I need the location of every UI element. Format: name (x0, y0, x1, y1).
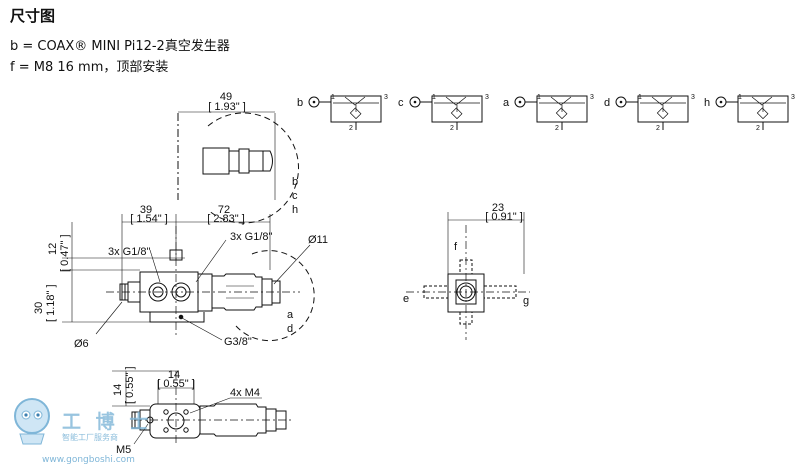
port-label-1: 1 (331, 94, 335, 101)
view-letter-a: a (287, 309, 294, 321)
schematic-letter: a (503, 97, 510, 109)
port-label-1: 1 (537, 94, 541, 101)
view-letter-c: c (292, 190, 298, 202)
dim-30-inch: [ 1.18" ] (45, 284, 57, 322)
callout-g18-right: 3x G1/8" (230, 231, 273, 243)
watermark-text: 工 博 士 (62, 411, 153, 433)
dim-72: 72 (218, 204, 230, 216)
callout-m5: M5 (116, 444, 131, 456)
schematic-letter: c (398, 97, 404, 109)
dim-14-vertical-inch: [ 0.55" ] (124, 366, 136, 404)
port-label-3: 3 (691, 94, 695, 101)
callout-g18-left: 3x G1/8" (108, 246, 151, 258)
dim-39: 39 (140, 204, 152, 216)
dim-49-inch: [ 1.93" ] (208, 101, 246, 113)
dim-23-inch: [ 0.91" ] (485, 211, 523, 223)
port-label-1: 1 (638, 94, 642, 101)
side-view (406, 212, 530, 340)
watermark-subtitle: 智能工厂服务商 (62, 433, 118, 442)
dim-30: 30 (33, 302, 45, 314)
top-detail-view (177, 111, 299, 224)
dim-49: 49 (220, 91, 232, 103)
callout-dia6: Ø6 (74, 338, 89, 350)
view-letter-e: e (403, 293, 409, 305)
port-label-1: 1 (738, 94, 742, 101)
port-label-3: 3 (791, 94, 795, 101)
callout-m4: 4x M4 (230, 387, 260, 399)
dim-72-inch: [ 2.83" ] (207, 213, 245, 225)
port-label-3: 3 (485, 94, 489, 101)
view-letter-b: b (292, 176, 298, 188)
schematic-b: b 1 3 2 (297, 94, 388, 132)
view-letter-h: h (292, 204, 298, 216)
product-line: b = COAX® MINI Pi12-2真空发生器 (10, 39, 230, 54)
callout-g38: G3/8" (224, 336, 252, 348)
dim-14-vertical: 14 (112, 384, 124, 396)
port-label-2: 2 (349, 125, 353, 132)
dim-39-inch: [ 1.54" ] (130, 213, 168, 225)
bottom-view (112, 370, 292, 446)
page-title: 尺寸图 (10, 7, 56, 25)
dim-23: 23 (492, 202, 504, 214)
dim-12-inch: [ 0.47" ] (59, 234, 71, 272)
schematic-letter: b (297, 97, 303, 109)
view-letter-d: d (287, 323, 293, 335)
front-view (62, 214, 315, 342)
watermark-url: www.gongboshi.com (42, 455, 135, 465)
schematic-h: h 1 3 2 (704, 94, 795, 132)
port-label-1: 1 (432, 94, 436, 101)
view-letter-f: f (454, 241, 458, 253)
port-label-2: 2 (555, 125, 559, 132)
schematic-d: d 1 3 2 (604, 94, 695, 132)
schematics-row: b 1 3 2 c 1 3 2 a 1 3 2 d 1 3 2 h 1 3 2 (297, 94, 795, 132)
port-label-3: 3 (590, 94, 594, 101)
watermark-robot-logo (14, 398, 50, 445)
port-label-2: 2 (756, 125, 760, 132)
port-label-2: 2 (656, 125, 660, 132)
schematic-letter: d (604, 97, 610, 109)
port-label-2: 2 (450, 125, 454, 132)
port-label-3: 3 (384, 94, 388, 101)
mounting-line: f = M8 16 mm，顶部安装 (10, 60, 169, 75)
dim-14-horizontal: 14 (168, 369, 180, 381)
dim-12: 12 (47, 243, 59, 255)
view-letter-g: g (523, 295, 529, 307)
callout-dia11: Ø11 (308, 234, 328, 246)
dim-14-horizontal-inch: [ 0.55" ] (157, 378, 195, 390)
schematic-letter: h (704, 97, 710, 109)
schematic-c: c 1 3 2 (398, 94, 489, 132)
schematic-a: a 1 3 2 (503, 94, 594, 132)
